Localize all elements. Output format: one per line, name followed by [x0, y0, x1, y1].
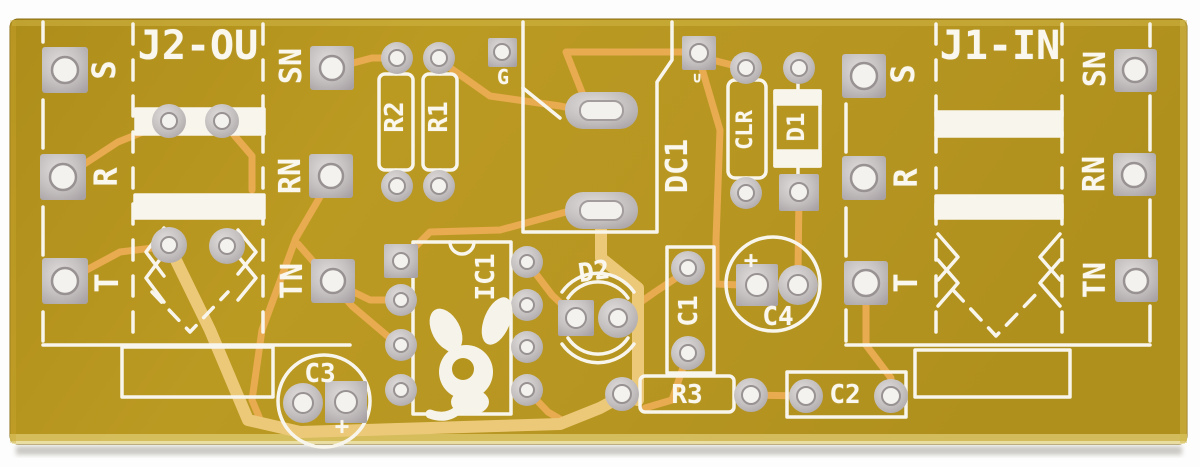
label-j2-tip: T — [88, 273, 126, 293]
ref-c1: C1 — [674, 295, 704, 327]
pad-clr-d1 — [730, 52, 819, 211]
board-shadow — [16, 446, 1182, 455]
label-j1-sleeve: S — [884, 64, 922, 84]
pad-dc1-slots — [565, 92, 638, 229]
pad-j1-ring-n — [1113, 153, 1156, 196]
ref-clr: CLR — [733, 110, 758, 150]
mark-dc-polarity: ∪ — [692, 68, 702, 87]
ref-c3: C3 — [304, 359, 336, 389]
pad-j2-ring — [40, 154, 86, 200]
label-j1-ring-n: RN — [1077, 155, 1112, 193]
pad-r2-r1 — [381, 42, 455, 202]
pad-c3 — [283, 381, 367, 423]
pad-j2-tip — [42, 258, 88, 304]
pad-dc-negative — [682, 36, 716, 70]
pad-j2-ring-n — [309, 154, 353, 198]
pad-r3-c2 — [605, 377, 908, 413]
ref-r1: R1 — [424, 101, 454, 133]
pad-ic1 — [384, 244, 543, 406]
pad-j1-ring — [842, 156, 886, 200]
ref-d2: D2 — [576, 254, 612, 290]
label-j1-title: J1-IN — [939, 23, 1061, 69]
ref-ground: G — [496, 65, 510, 89]
pad-j1-tip — [844, 261, 888, 305]
pad-c4 — [736, 264, 818, 306]
pad-j1-sleeve-n — [1114, 49, 1157, 92]
label-j1-ring: R — [887, 168, 925, 188]
pad-j1-sleeve — [842, 54, 886, 98]
ref-c2: C2 — [829, 380, 861, 410]
pad-ground — [488, 38, 517, 67]
ref-ic1: IC1 — [471, 253, 501, 301]
pad-j1-tip-n — [1115, 259, 1158, 302]
label-j1-tip: T — [887, 273, 925, 293]
label-j2-sleeve: S — [85, 60, 123, 80]
pad-j2-sleeve — [42, 47, 88, 93]
ref-dc1: DC1 — [660, 138, 695, 194]
label-j2-tip-n: TN — [275, 262, 310, 300]
label-j1-tip-n: TN — [1078, 261, 1113, 299]
ref-d1: D1 — [782, 112, 810, 142]
label-j2-ring: R — [87, 167, 125, 187]
pad-c1 — [671, 251, 705, 370]
mark-c3-plus: + — [334, 412, 350, 440]
pad-j2-sleeve-n — [310, 46, 354, 90]
label-j2-ring-n: RN — [273, 157, 308, 195]
label-j1-sleeve-n: SN — [1078, 50, 1113, 88]
mark-c4-plus: + — [743, 246, 759, 274]
ref-c4: C4 — [762, 302, 794, 332]
pad-d2 — [558, 298, 638, 338]
pad-j2-tip-n — [311, 259, 355, 303]
rabbit-doodle — [425, 297, 513, 421]
label-j2-sleeve-n: SN — [274, 47, 309, 85]
pads — [40, 36, 1158, 423]
label-j2-title: J2-OU — [137, 23, 259, 69]
ref-r3: R3 — [671, 380, 703, 410]
ref-r2: R2 — [380, 101, 410, 133]
pad-j2-bar — [151, 104, 245, 264]
